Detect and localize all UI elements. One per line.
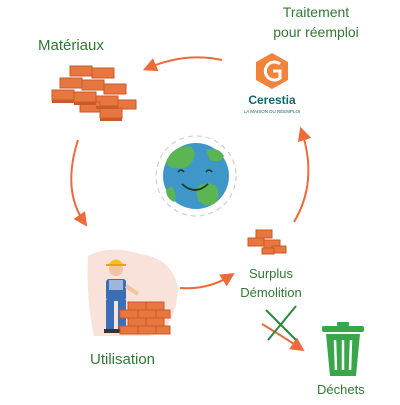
small-brick-pile-icon xyxy=(247,229,287,255)
label-dechets: Déchets xyxy=(317,382,365,397)
brick-pile-icon xyxy=(51,65,137,121)
arrow-utilisation-to-surplus xyxy=(179,272,235,290)
arrow-traitement-to-materiaux xyxy=(142,56,223,72)
trash-bin-icon xyxy=(322,322,364,376)
crossed-arrow-icon xyxy=(261,305,305,352)
cerestia-logo-tagline: LA MAISON DU RÉEMPLOI xyxy=(244,108,301,114)
label-utilisation: Utilisation xyxy=(90,351,156,368)
arrow-materiaux-to-utilisation xyxy=(70,139,88,227)
label-surplus-line2: Démolition xyxy=(240,285,302,300)
label-traitement-line2: pour réemploi xyxy=(273,24,359,40)
label-surplus-demolition: Surplus Démolition xyxy=(228,264,314,302)
earth-smiley-icon xyxy=(155,135,237,217)
label-traitement-line1: Traitement xyxy=(282,4,350,20)
arrow-surplus-to-traitement xyxy=(293,126,312,223)
label-traitement: Traitement pour réemploi xyxy=(246,2,386,42)
cerestia-logo-name: Cerestia xyxy=(248,93,296,107)
worker-building-wall-icon xyxy=(87,249,178,336)
label-surplus-line1: Surplus xyxy=(248,266,294,281)
cerestia-logo xyxy=(256,53,288,89)
label-materiaux: Matériaux xyxy=(38,37,104,54)
